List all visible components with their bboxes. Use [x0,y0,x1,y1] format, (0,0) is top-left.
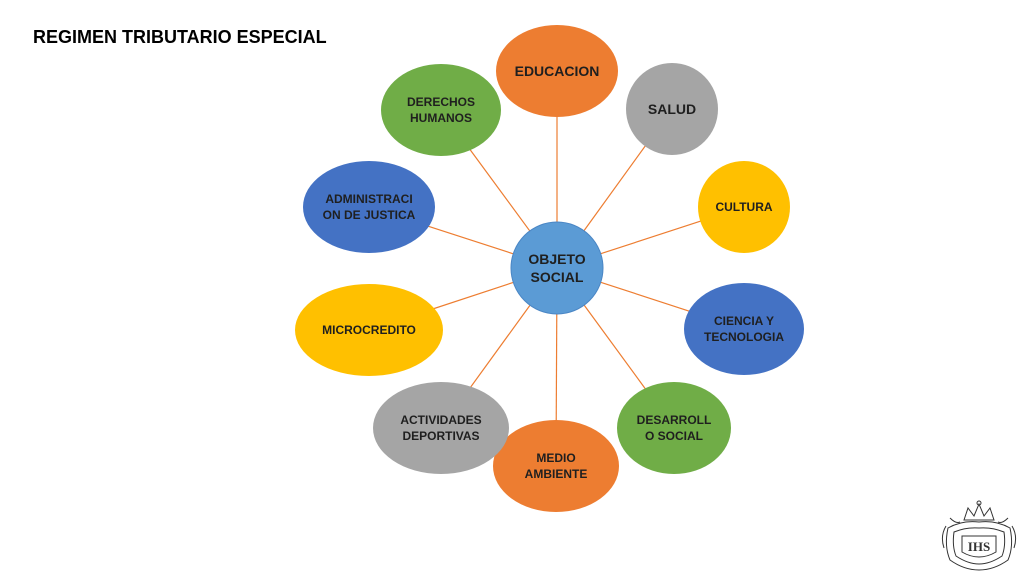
node-desarrollo-social-label-line-2: O SOCIAL [645,429,703,443]
connector-cultura [600,220,702,255]
diagram-nodes: EDUCACION SALUD CULTURA CIENCIA Y TECNOLOGIA… [295,25,804,512]
node-ciencia-y-tecnologia-label-line-1: CIENCIA Y [714,314,774,328]
node-microcredito-ellipse [295,284,443,376]
connector-medio-ambiente [555,313,558,421]
node-administracion-de-justica-ellipse [303,161,435,253]
node-salud: SALUD [626,63,718,155]
node-derechos-humanos-ellipse [381,64,501,156]
node-educacion-ellipse [496,25,618,117]
center-node-objeto-social [510,221,604,315]
node-medio-ambiente-label-line-2: AMBIENTE [525,467,588,481]
center-node-label-line-1: OBJETO [528,251,585,267]
node-cultura-ellipse [698,161,790,253]
node-desarrollo-social-ellipse [617,382,731,474]
node-desarrollo-social-label-line-1: DESARROLL [637,413,712,427]
node-salud-label-line-1: SALUD [648,101,696,117]
node-desarrollo-social: DESARROLL O SOCIAL [617,382,731,474]
node-actividades-deportivas-ellipse [373,382,509,474]
center-node-group: OBJETO SOCIAL [510,221,604,315]
node-ciencia-y-tecnologia-ellipse [684,283,804,375]
node-educacion-label-line-1: EDUCACION [515,63,600,79]
connector-salud [583,145,647,232]
connector-desarrollo-social [583,304,648,392]
node-cultura-label-line-1: CULTURA [715,200,772,214]
node-medio-ambiente-label-line-1: MEDIO [536,451,575,465]
node-administracion-de-justica: ADMINISTRACI ON DE JUSTICA [303,161,435,253]
node-cultura: CULTURA [698,161,790,253]
university-crest-icon: IHS [941,500,1017,571]
connector-lines [411,116,702,421]
slide-title: REGIMEN TRIBUTARIO ESPECIAL [33,27,327,47]
node-derechos-humanos: DERECHOS HUMANOS [381,64,501,156]
node-educacion: EDUCACION [496,25,618,117]
node-actividades-deportivas-label-line-1: ACTIVIDADES [400,413,481,427]
node-medio-ambiente: MEDIO AMBIENTE [493,420,619,512]
node-actividades-deportivas: ACTIVIDADES DEPORTIVAS [373,382,509,474]
svg-text:IHS: IHS [968,539,990,554]
node-derechos-humanos-label-line-1: DERECHOS [407,95,475,109]
node-administracion-de-justica-label-line-1: ADMINISTRACI [325,192,412,206]
node-salud-ellipse [626,63,718,155]
center-node-label-line-2: SOCIAL [531,269,584,285]
node-microcredito: MICROCREDITO [295,284,443,376]
connector-actividades-deportivas [466,304,531,392]
connector-ciencia-y-tecnologia [600,281,702,316]
node-administracion-de-justica-label-line-2: ON DE JUSTICA [323,208,416,222]
node-ciencia-y-tecnologia-label-line-2: TECNOLOGIA [704,330,784,344]
node-medio-ambiente-ellipse [493,420,619,512]
node-actividades-deportivas-label-line-2: DEPORTIVAS [402,429,479,443]
node-microcredito-label-line-1: MICROCREDITO [322,323,416,337]
node-ciencia-y-tecnologia: CIENCIA Y TECNOLOGIA [684,283,804,375]
node-derechos-humanos-label-line-2: HUMANOS [410,111,472,125]
connector-derechos-humanos [467,145,531,232]
